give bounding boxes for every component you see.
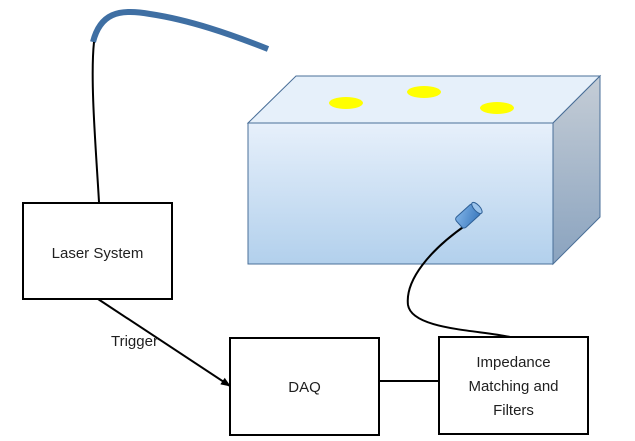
optical-fiber (90, 8, 270, 52)
impedance-label-line-1: Impedance (476, 354, 550, 371)
trigger-label: Trigger (111, 333, 158, 350)
impedance-label-line-2: Matching and (468, 378, 558, 395)
laser-system-label: Laser System (52, 245, 144, 262)
target-dot-3 (480, 102, 514, 114)
tank-top-face (246, 75, 602, 124)
daq-box: DAQ (229, 337, 380, 436)
trigger-arrow (97, 298, 231, 387)
impedance-box: Impedance Matching and Filters (438, 336, 589, 435)
target-dot-1 (329, 97, 363, 109)
laser-fiber-cable (91, 41, 100, 203)
sensor-cable (406, 224, 511, 338)
impedance-label-line-3: Filters (493, 402, 534, 419)
sensor-icon (455, 201, 483, 229)
laser-system-box: Laser System (22, 202, 173, 300)
target-dot-2 (407, 86, 441, 98)
daq-label: DAQ (288, 379, 321, 396)
water-tank (246, 74, 602, 266)
tank-front-face (247, 122, 554, 265)
